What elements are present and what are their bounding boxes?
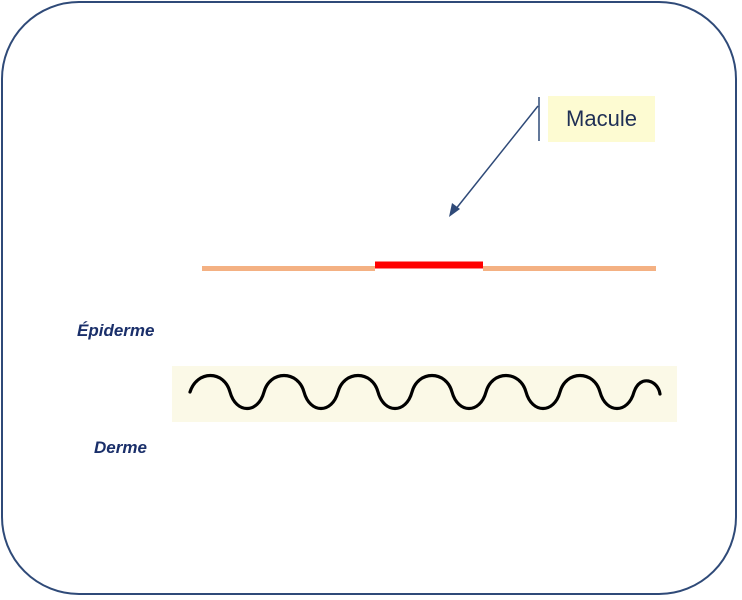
dermis-wave [188, 374, 662, 410]
derme-label: Derme [94, 438, 147, 457]
macule-callout: Macule [548, 96, 655, 142]
epiderme-label: Épiderme [77, 321, 155, 340]
arrow-pointer-icon [449, 105, 539, 217]
